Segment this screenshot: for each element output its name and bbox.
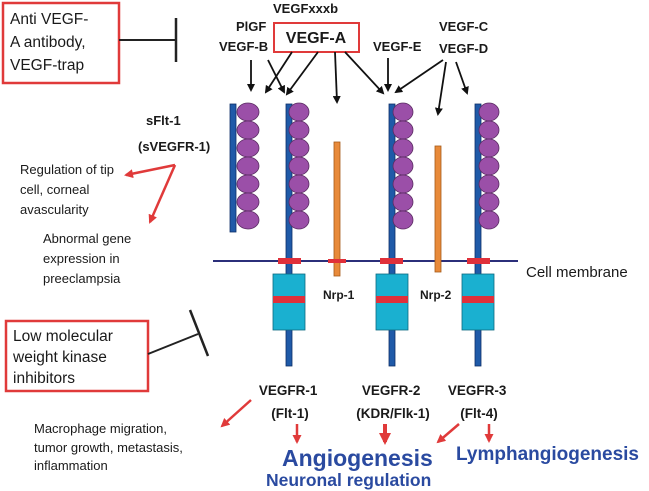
kinase-inhibition-bar bbox=[188, 309, 210, 357]
cell-membrane-label: Cell membrane bbox=[526, 264, 628, 281]
nrp1-coreceptor bbox=[333, 141, 341, 277]
vegfa-label: VEGF-A bbox=[286, 30, 347, 47]
kinase-inhibitor-text: Low molecular weight kinase inhibitors bbox=[12, 328, 117, 387]
kinase-inhibition-line bbox=[147, 333, 199, 355]
vegfr3-label: VEGFR-3 (Flt-4) bbox=[448, 383, 510, 421]
kinase-inhibitor-box bbox=[4, 319, 150, 393]
arrow-vegfa-nrp1 bbox=[332, 51, 341, 104]
angiogenesis-outcome: Angiogenesis bbox=[282, 445, 433, 471]
preeclampsia-effect-text: Abnormal gene expression in preeclampsia bbox=[43, 231, 135, 286]
tip-cell-effect-text: Regulation of tip cell, corneal avascula… bbox=[20, 162, 118, 217]
antibody-inhibitor-text: Anti VEGF- A antibody, VEGF-trap bbox=[10, 11, 93, 74]
vegfr3-receptor bbox=[461, 102, 500, 367]
arrow-vegfxxxb-vegfr1 bbox=[264, 51, 293, 94]
vegfr2-label: VEGFR-2 (KDR/Flk-1) bbox=[356, 383, 430, 421]
vegfr1-receptor bbox=[272, 102, 310, 367]
effect-arrows bbox=[124, 163, 494, 445]
vegfc-label: VEGF-C bbox=[439, 19, 489, 34]
vegfr2-receptor bbox=[375, 102, 414, 367]
macrophage-effect-text: Macrophage migration, tumor growth, meta… bbox=[34, 421, 186, 473]
plgf-label: PlGF bbox=[236, 19, 266, 34]
vegfa-box bbox=[273, 22, 360, 53]
arrow-sflt1-tip-cell bbox=[124, 163, 176, 179]
arrow-vegfr1-macrophage bbox=[220, 399, 252, 428]
nrp1-label: Nrp-1 bbox=[323, 288, 355, 302]
arrow-vegfa-vegfr1 bbox=[285, 51, 319, 96]
ligand-arrows bbox=[247, 51, 469, 116]
arrow-vegfc-vegfr2 bbox=[394, 59, 444, 94]
antibody-inhibitor-box bbox=[1, 1, 121, 85]
nrp2-label: Nrp-2 bbox=[420, 288, 452, 302]
nrp2-coreceptor bbox=[434, 145, 442, 273]
vegfxxxb-label: VEGFxxxb bbox=[273, 1, 338, 16]
vegfr1-label: VEGFR-1 (Flt-1) bbox=[259, 383, 321, 421]
sflt1-stalk bbox=[229, 103, 237, 233]
sflt1-label: sFlt-1 (sVEGFR-1) bbox=[138, 113, 210, 154]
nrp1-membrane-stripe bbox=[328, 259, 346, 263]
arrow-vegfr2-neuronal bbox=[436, 423, 460, 444]
arrow-vegfa-vegfr2 bbox=[344, 51, 385, 95]
vegfe-label: VEGF-E bbox=[373, 39, 422, 54]
arrow-sflt1-preeclampsia bbox=[148, 164, 177, 224]
arrow-vegfd-nrp2 bbox=[434, 61, 447, 116]
vegfd-label: VEGF-D bbox=[439, 41, 488, 56]
lymphangiogenesis-outcome: Lymphangiogenesis bbox=[456, 444, 639, 465]
vegfb-label: VEGF-B bbox=[219, 39, 268, 54]
neuronal-regulation-outcome: Neuronal regulation bbox=[266, 470, 431, 490]
sflt1-ig-domains bbox=[236, 102, 260, 230]
arrow-vegfd-vegfr3 bbox=[455, 61, 469, 95]
